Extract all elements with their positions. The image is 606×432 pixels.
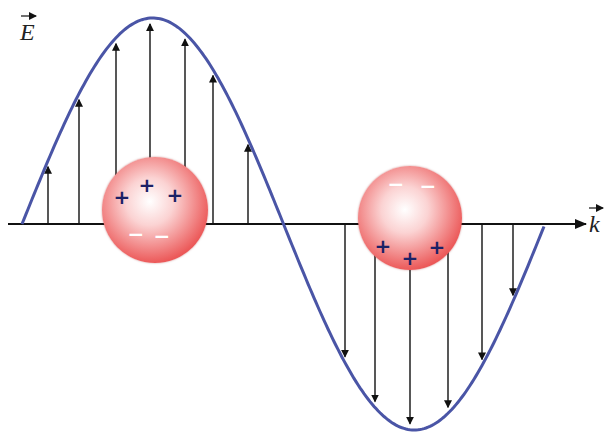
field-wave — [22, 18, 544, 430]
positive-charge: + — [429, 237, 446, 257]
negative-charge: − — [388, 174, 405, 194]
vector-arrow — [589, 207, 603, 208]
charged-sphere: + + + −− — [102, 157, 208, 263]
field-arrow — [78, 100, 79, 224]
positive-charge: + — [114, 187, 131, 207]
vector-arrow — [21, 15, 36, 16]
positive-charge: + — [402, 248, 419, 268]
propagation-axis — [8, 223, 586, 225]
negative-charge: − — [154, 226, 171, 246]
negative-charge: − — [128, 224, 145, 244]
field-arrow — [481, 224, 482, 359]
wave-vector-label: k — [589, 212, 600, 236]
field-arrow — [47, 167, 48, 224]
charged-sphere: −− + + + — [358, 166, 462, 270]
field-arrow — [512, 224, 513, 295]
field-arrow — [344, 224, 345, 357]
field-arrow — [212, 76, 213, 224]
positive-charge: + — [375, 236, 392, 256]
negative-charge: − — [420, 176, 437, 196]
positive-charge: + — [139, 175, 156, 195]
field-arrow — [247, 145, 248, 224]
positive-charge: + — [167, 185, 184, 205]
field-vector-label: E — [20, 20, 35, 44]
